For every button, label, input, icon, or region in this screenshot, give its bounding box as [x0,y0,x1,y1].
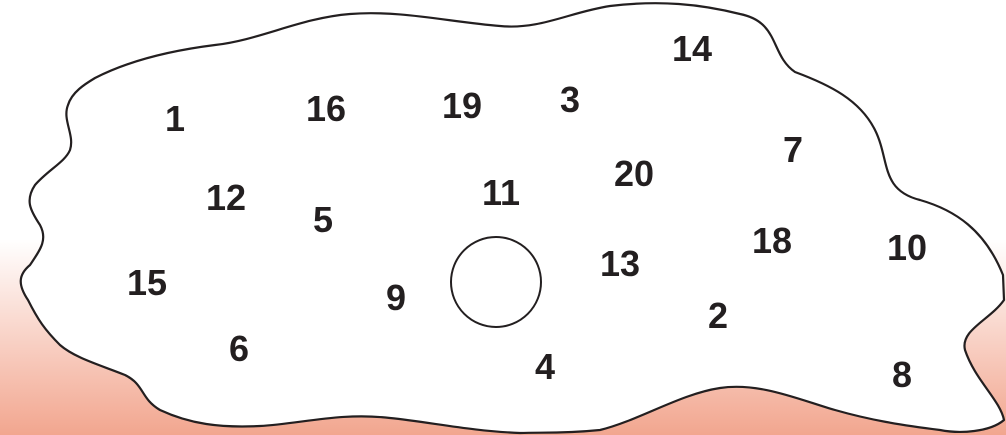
number-10: 10 [887,227,927,268]
number-20: 20 [614,153,654,194]
number-16: 16 [306,88,346,129]
number-9: 9 [386,277,406,318]
number-7: 7 [783,129,803,170]
number-5: 5 [313,199,333,240]
number-2: 2 [708,295,728,336]
number-6: 6 [229,328,249,369]
number-8: 8 [892,354,912,395]
number-13: 13 [600,243,640,284]
number-14: 14 [672,28,712,69]
number-1: 1 [165,98,185,139]
center-circle [451,237,541,327]
number-4: 4 [535,346,555,387]
number-3: 3 [560,79,580,120]
number-12: 12 [206,177,246,218]
number-15: 15 [127,262,167,303]
number-19: 19 [442,85,482,126]
number-18: 18 [752,220,792,261]
number-11: 11 [482,172,520,213]
